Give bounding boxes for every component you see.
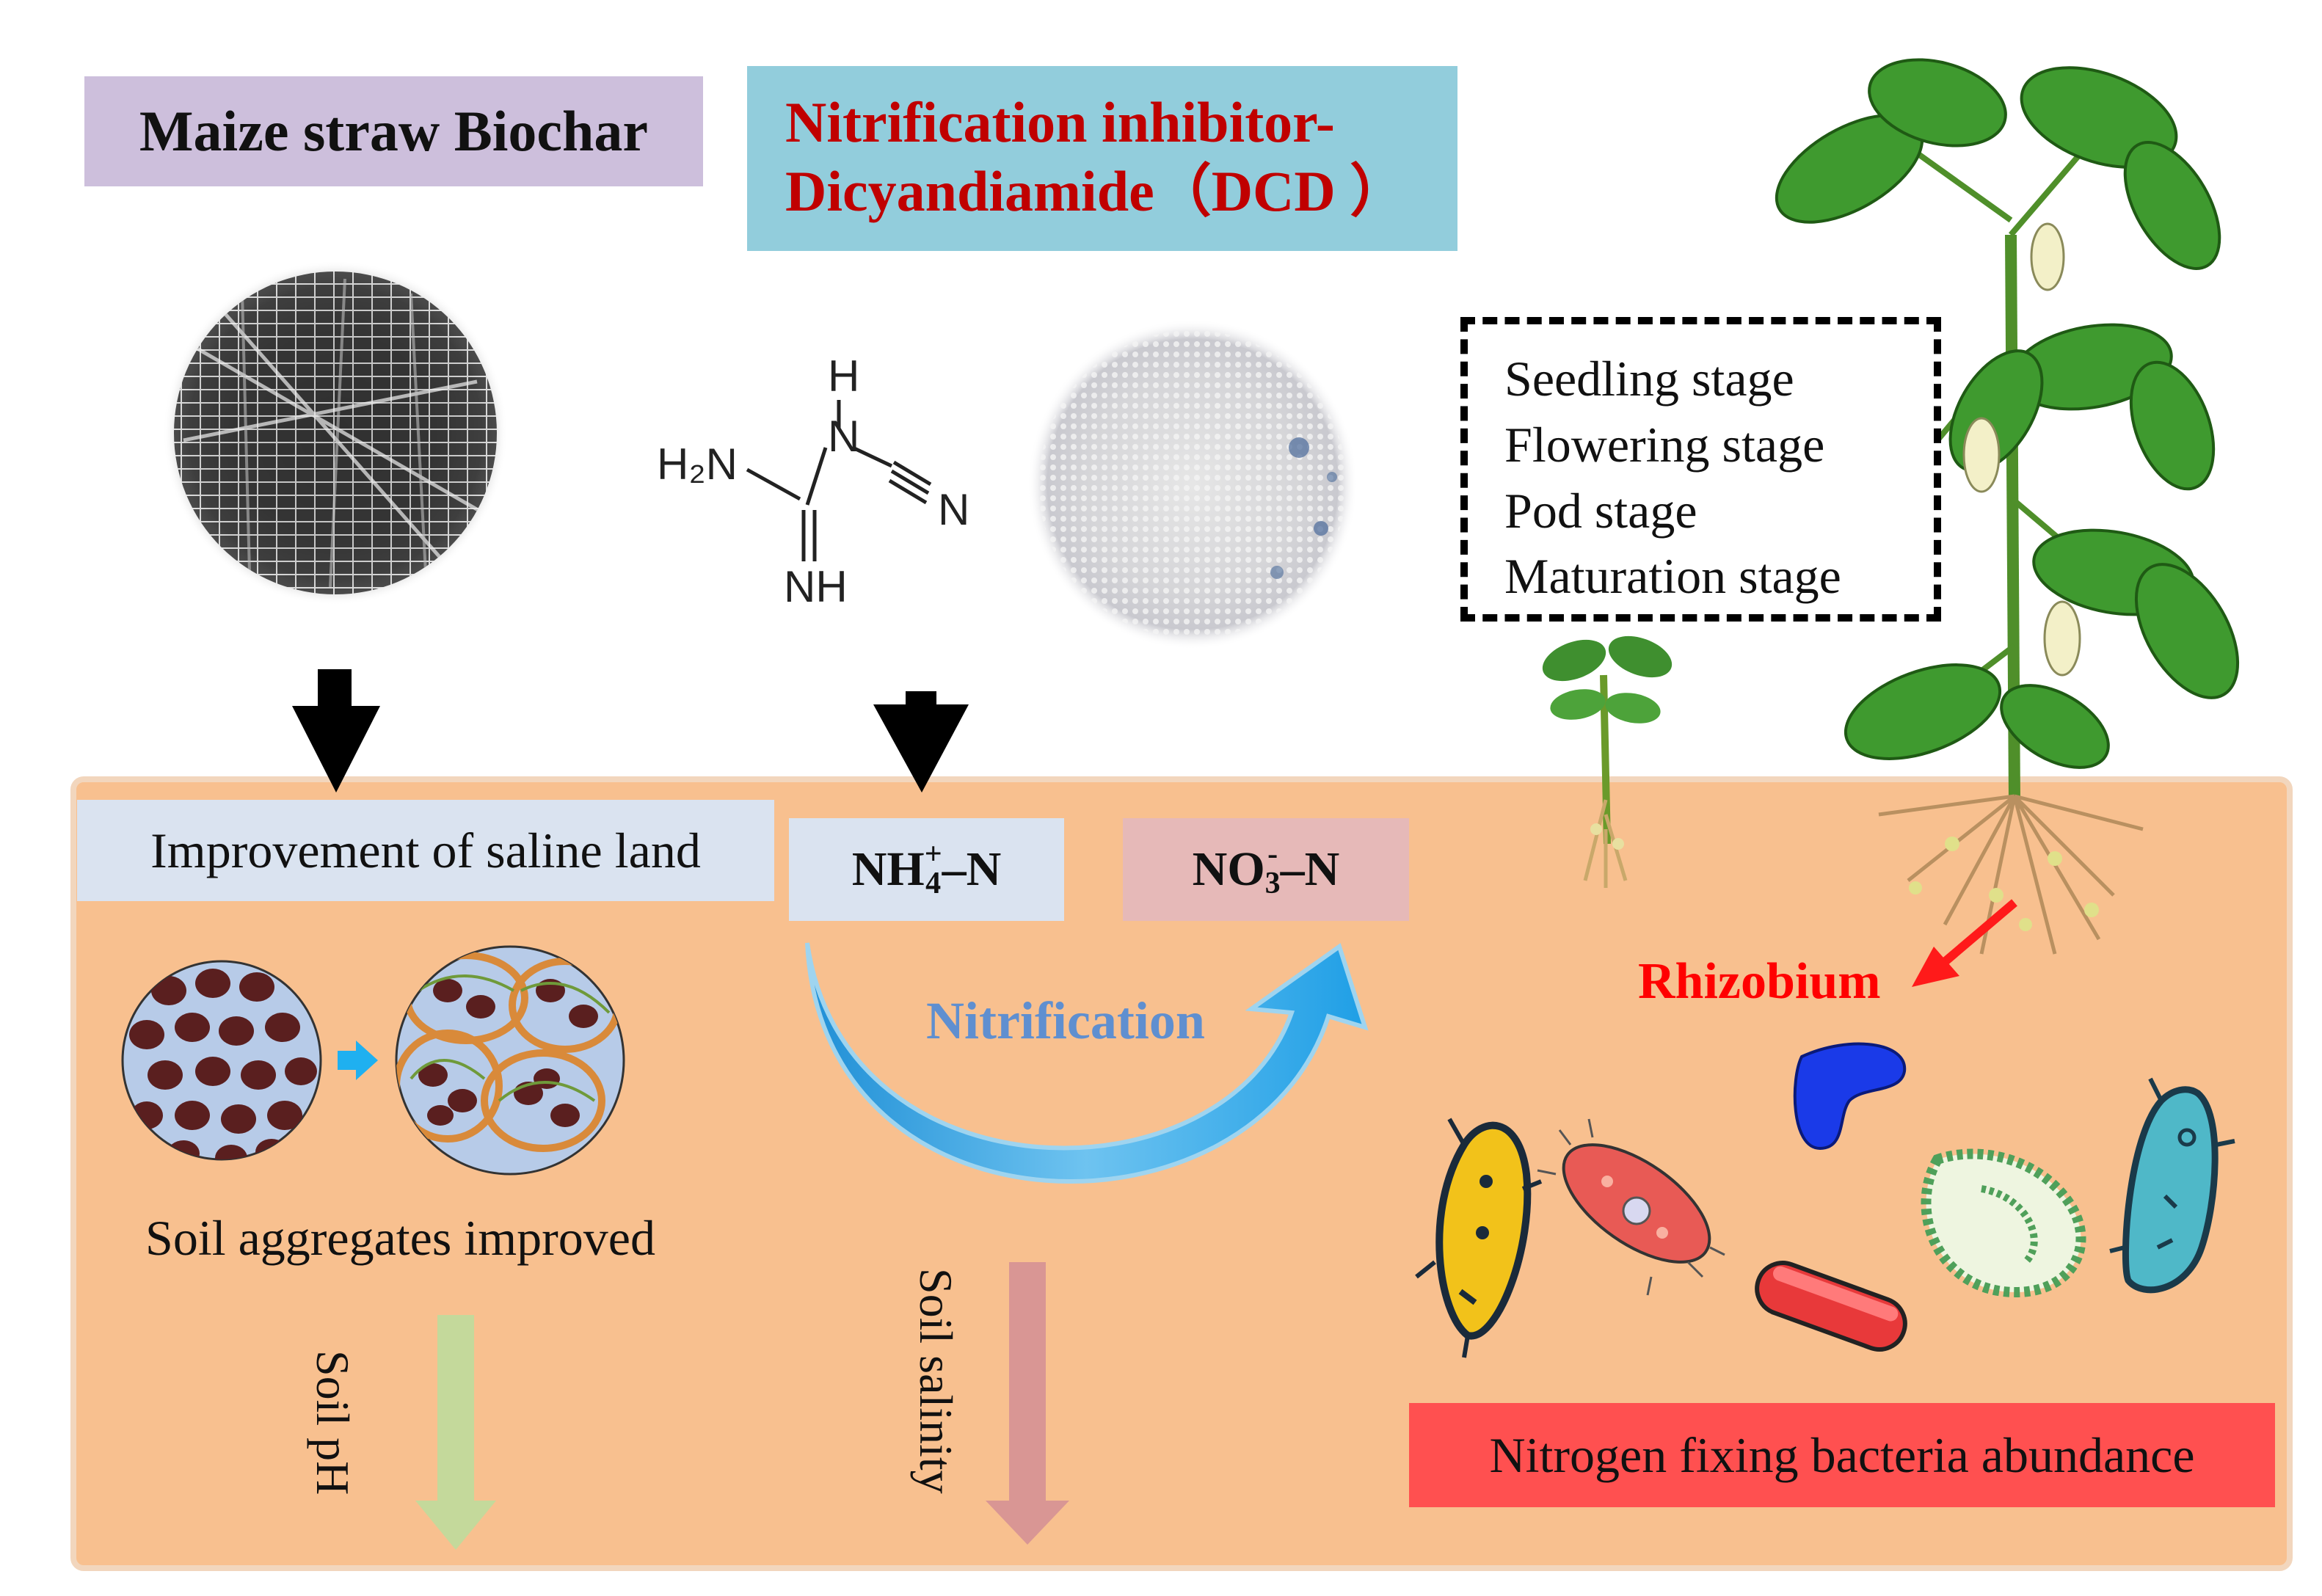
no3-sub: 3	[1264, 867, 1281, 900]
inhibitor-header-line2: Dicyandiamide（DCD ）	[785, 158, 1408, 223]
soil-aggregate-before	[121, 960, 322, 1161]
rhizobium-arrow	[1912, 899, 2017, 987]
seedling-plant	[1542, 635, 1673, 888]
nitrification-arrow	[805, 942, 1369, 1184]
molecule-nh-bottom: NH	[784, 562, 848, 611]
stage-pod: Pod stage	[1504, 482, 1697, 539]
soil-aggregate-after	[395, 945, 625, 1176]
inhibitor-header: Nitrification inhibitor- Dicyandiamide（D…	[747, 66, 1457, 251]
soil-ph-label: Soil pH	[307, 1350, 359, 1495]
mature-plant	[1775, 58, 2240, 955]
nh4-main: NH	[851, 842, 925, 896]
nh4-sub: 4	[925, 867, 942, 900]
inhibitor-header-line1: Nitrification inhibitor-	[785, 90, 1335, 154]
nh4-scripts: +4	[924, 837, 942, 900]
stage-maturation: Maturation stage	[1504, 548, 1841, 605]
soil-background	[70, 776, 2293, 1571]
molecule-h2n: H₂N	[657, 440, 738, 489]
no3-box: NO-3–N	[1123, 818, 1409, 921]
molecule-h-top: H	[828, 351, 860, 401]
nh4-box: NH+4–N	[789, 818, 1064, 921]
aggregate-arrow	[338, 1041, 378, 1080]
stage-flowering: Flowering stage	[1504, 416, 1825, 473]
growth-stages-box: Seedling stage Flowering stage Pod stage…	[1460, 317, 1941, 622]
soil-salinity-label: Soil salinity	[910, 1268, 962, 1494]
biochar-header-label: Maize straw Biochar	[139, 99, 649, 163]
bacterium-green-coiled	[1921, 1148, 2086, 1297]
soil-ph-arrow	[415, 1315, 496, 1550]
nitrogen-fixing-box: Nitrogen fixing bacteria abundance	[1409, 1403, 2275, 1507]
dcd-powder-image	[1027, 319, 1358, 649]
down-arrow-dcd	[873, 691, 969, 792]
bacterium-red-spiked	[1537, 1118, 1725, 1296]
bacterium-yellow	[1415, 1118, 1543, 1358]
nh4-tail: –N	[942, 842, 1002, 896]
nitrogen-fixing-label: Nitrogen fixing bacteria abundance	[1489, 1426, 2195, 1483]
biochar-header: Maize straw Biochar	[84, 76, 703, 186]
soil-salinity-arrow	[986, 1262, 1069, 1545]
no3-scripts: -3	[1264, 837, 1281, 900]
biochar-image	[163, 260, 508, 605]
dcd-molecule-bonds	[746, 400, 932, 561]
bacterium-cyan	[2109, 1077, 2235, 1294]
bacterium-blue-kidney	[1793, 1042, 1907, 1151]
no3-sup: -	[1267, 837, 1278, 872]
bacterium-red-rod	[1755, 1261, 1907, 1352]
molecule-n-right: N	[938, 485, 970, 534]
improvement-box: Improvement of saline land	[77, 800, 774, 901]
down-arrow-biochar	[292, 669, 380, 792]
improvement-label: Improvement of saline land	[150, 822, 701, 878]
aggregates-label: Soil aggregates improved	[145, 1210, 655, 1266]
rhizobium-label: Rhizobium	[1638, 953, 1881, 1010]
no3-tail: –N	[1280, 842, 1340, 896]
no3-main: NO	[1192, 842, 1265, 896]
molecule-n-top: N	[828, 412, 860, 461]
stage-seedling: Seedling stage	[1504, 351, 1794, 407]
nitrification-label: Nitrification	[926, 991, 1205, 1050]
nh4-sup: +	[924, 837, 942, 872]
